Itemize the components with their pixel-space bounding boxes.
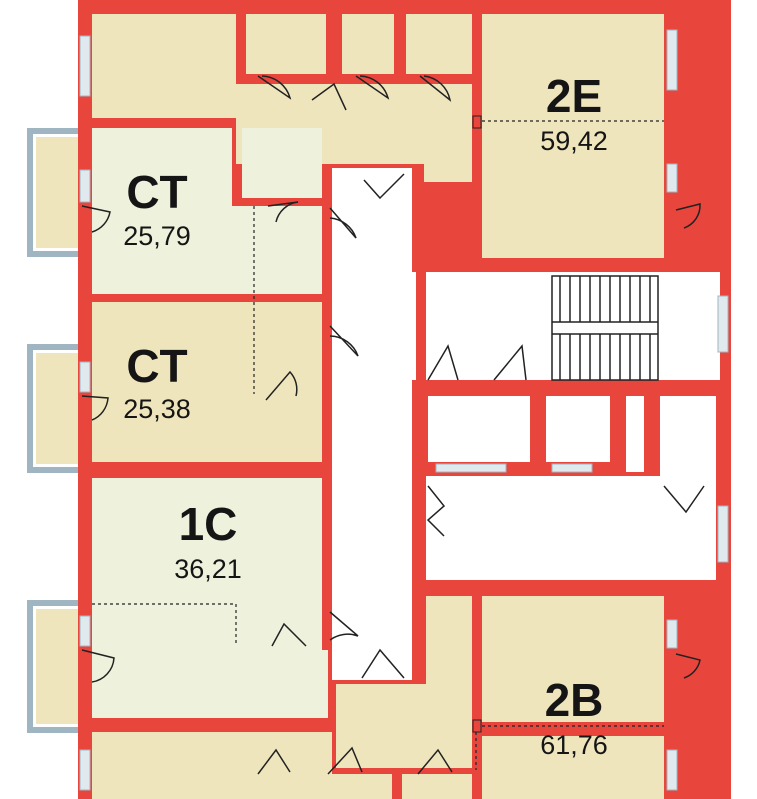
room-2e-closet-a[interactable] xyxy=(246,14,326,74)
unit-ct-upper-area: 25,79 xyxy=(123,221,191,251)
unit-labels: 2E 59,42 CT 25,79 CT 25,38 1C 36,21 2B 6… xyxy=(123,70,608,760)
unit-ct-upper-code: CT xyxy=(126,166,187,218)
column-marker-2b xyxy=(472,719,482,733)
lift-room-b[interactable] xyxy=(546,396,610,462)
zone-lines xyxy=(92,120,664,770)
corridor-lower[interactable] xyxy=(426,476,716,580)
doors[interactable] xyxy=(81,75,705,775)
room-2e-closet-b[interactable] xyxy=(342,14,394,74)
rooms xyxy=(92,14,720,799)
room-2e-hall[interactable] xyxy=(92,14,236,118)
corridor-main[interactable] xyxy=(332,168,412,680)
room-2b-living[interactable] xyxy=(482,596,664,722)
room-2b-closet-c[interactable] xyxy=(402,774,472,799)
room-2e-foyer[interactable] xyxy=(424,160,472,182)
room-2e-living[interactable] xyxy=(482,14,664,258)
room-ct-lower-bath[interactable] xyxy=(232,400,322,462)
unit-1c-code: 1C xyxy=(179,498,238,550)
unit-2e-area: 59,42 xyxy=(540,126,608,156)
room-2e-closet-c[interactable] xyxy=(406,14,472,74)
room-2b-closet-a[interactable] xyxy=(246,774,294,799)
lift-room-a[interactable] xyxy=(428,396,530,462)
windows xyxy=(79,29,729,791)
corridor-upper-link[interactable] xyxy=(412,272,416,380)
shaft-small xyxy=(626,396,644,472)
unit-2b-code: 2B xyxy=(545,674,604,726)
unit-2b-area: 61,76 xyxy=(540,730,608,760)
unit-2e-code: 2E xyxy=(546,70,602,122)
unit-ct-lower-code: CT xyxy=(126,340,187,392)
room-2b-entry[interactable] xyxy=(336,684,472,768)
room-2b-lower[interactable] xyxy=(482,736,664,799)
room-ct-upper-main[interactable] xyxy=(92,128,232,294)
unit-ct-lower-area: 25,38 xyxy=(123,394,191,424)
room-2b-closet-b[interactable] xyxy=(302,774,392,799)
service-room[interactable] xyxy=(660,396,716,486)
room-2b-hall[interactable] xyxy=(92,732,332,799)
utility-box[interactable] xyxy=(428,278,484,310)
room-1c-bath[interactable] xyxy=(244,650,328,718)
core-block xyxy=(416,184,478,260)
unit-1c-area: 36,21 xyxy=(174,554,242,584)
room-2b-hall-side[interactable] xyxy=(426,596,472,688)
column-marker-2e xyxy=(472,115,482,129)
room-ct-upper-bath[interactable] xyxy=(242,128,322,198)
staircase[interactable] xyxy=(551,275,659,381)
